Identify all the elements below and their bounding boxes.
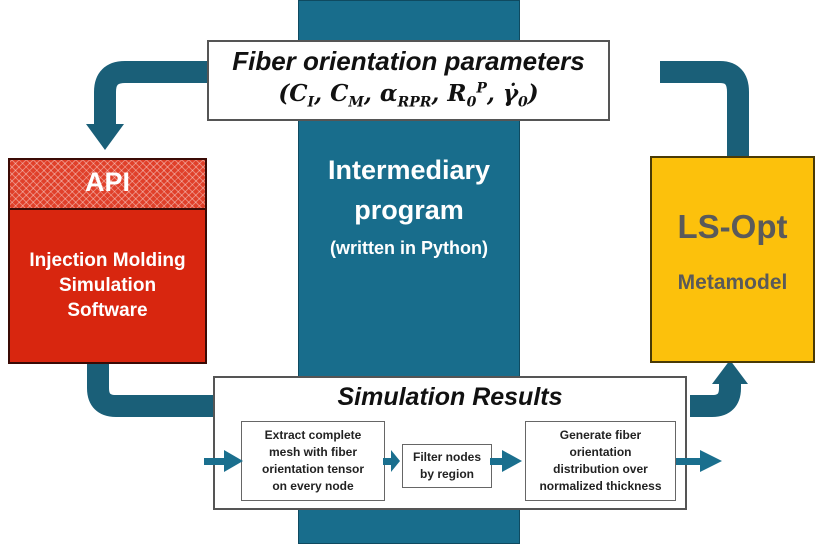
step-line: orientation tensor	[261, 462, 364, 476]
api-line: Software	[67, 300, 148, 321]
api-body-text: Injection Molding Simulation Software	[10, 248, 205, 323]
loop-path	[94, 61, 215, 128]
step-line: Generate fiber	[559, 428, 642, 442]
loop-path	[690, 377, 741, 417]
step-line: by region	[419, 467, 474, 481]
api-header: API	[10, 160, 205, 210]
flow-arrow-mid2	[490, 450, 522, 472]
intermediary-title-line2: program	[354, 195, 464, 225]
injection-molding-software-box: API Injection Molding Simulation Softwar…	[8, 158, 207, 364]
api-line: Injection Molding	[29, 250, 186, 271]
flow-arrow-out	[676, 450, 722, 472]
ls-opt-title: LS-Opt	[677, 208, 788, 245]
step-line: on every node	[272, 479, 354, 493]
step-line: orientation	[569, 445, 632, 459]
step-generate-distribution: Generate fiber orientation distribution …	[525, 421, 676, 501]
intermediary-subtitle: (written in Python)	[330, 238, 488, 258]
results-title: Simulation Results	[337, 383, 563, 411]
step-line: normalized thickness	[539, 479, 662, 493]
api-line: Simulation	[58, 275, 157, 296]
arrowhead-down	[86, 124, 124, 150]
parameters-box: Fiber orientation parameters (CI, CM, αR…	[207, 40, 610, 121]
api-label: API	[84, 167, 130, 197]
arrowhead-up	[712, 360, 748, 384]
step-line: distribution over	[553, 462, 648, 476]
flow-arrow-in	[204, 450, 243, 472]
step-line: mesh with fiber	[268, 445, 357, 459]
ls-opt-metamodel-box: LS-Opt Metamodel	[650, 156, 815, 363]
step-line: Filter nodes	[412, 450, 481, 464]
intermediary-title-line1: Intermediary	[327, 155, 491, 185]
parameters-formula: (CI, CM, αRPR, R0P, γ̇0)	[278, 80, 539, 111]
step-extract-mesh: Extract complete mesh with fiber orienta…	[241, 421, 385, 501]
parameters-title: Fiber orientation parameters	[232, 46, 585, 76]
step-filter-nodes: Filter nodes by region	[402, 444, 492, 488]
loop-path	[660, 61, 749, 158]
loop-path	[87, 362, 220, 417]
simulation-results-box: Simulation Results Extract complete mesh…	[213, 376, 687, 510]
ls-opt-subtitle: Metamodel	[677, 271, 788, 294]
flow-arrow-mid1	[383, 450, 400, 472]
step-line: Extract complete	[264, 428, 362, 442]
